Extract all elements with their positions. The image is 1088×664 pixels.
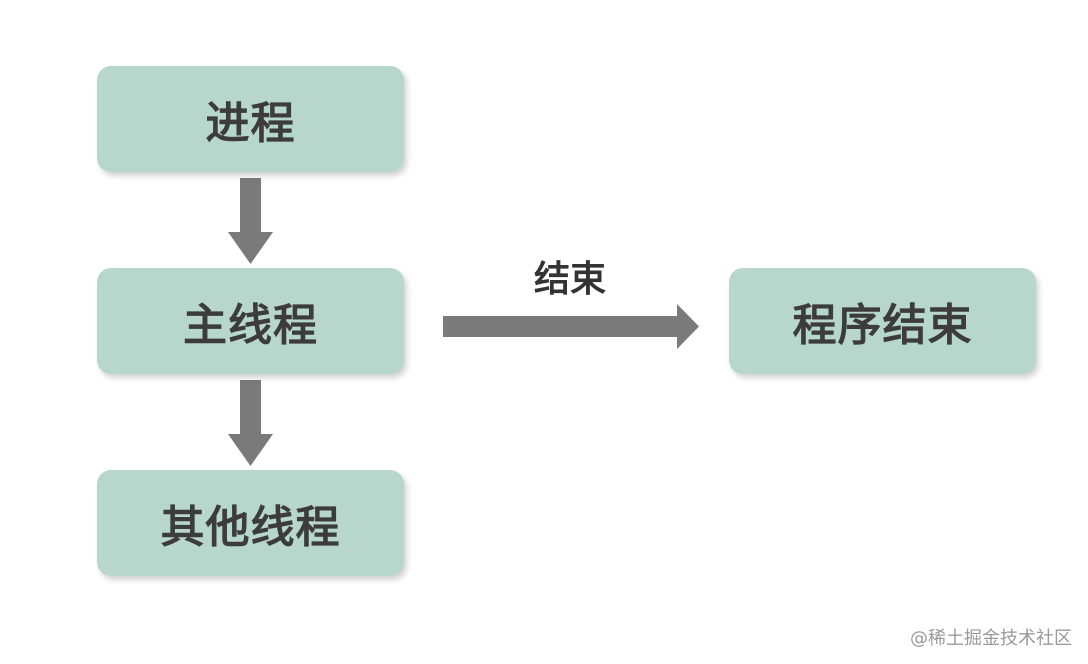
node-program-end-label: 程序结束 bbox=[792, 300, 973, 351]
arrow-process-to-main-thread bbox=[228, 178, 273, 264]
node-program-end: 程序结束 bbox=[729, 268, 1036, 374]
edge-label-end: 结束 bbox=[533, 259, 606, 300]
node-process-label: 进程 bbox=[205, 98, 296, 149]
arrow-main-thread-to-other-threads bbox=[228, 380, 273, 466]
arrow-main-thread-to-program-end bbox=[443, 304, 699, 349]
watermark: @稀土掘金技术社区 bbox=[910, 628, 1072, 649]
node-main-thread: 主线程 bbox=[97, 268, 404, 374]
node-process: 进程 bbox=[97, 66, 404, 172]
node-other-threads: 其他线程 bbox=[97, 470, 404, 576]
node-main-thread-label: 主线程 bbox=[183, 300, 318, 351]
node-other-threads-label: 其他线程 bbox=[160, 502, 341, 553]
